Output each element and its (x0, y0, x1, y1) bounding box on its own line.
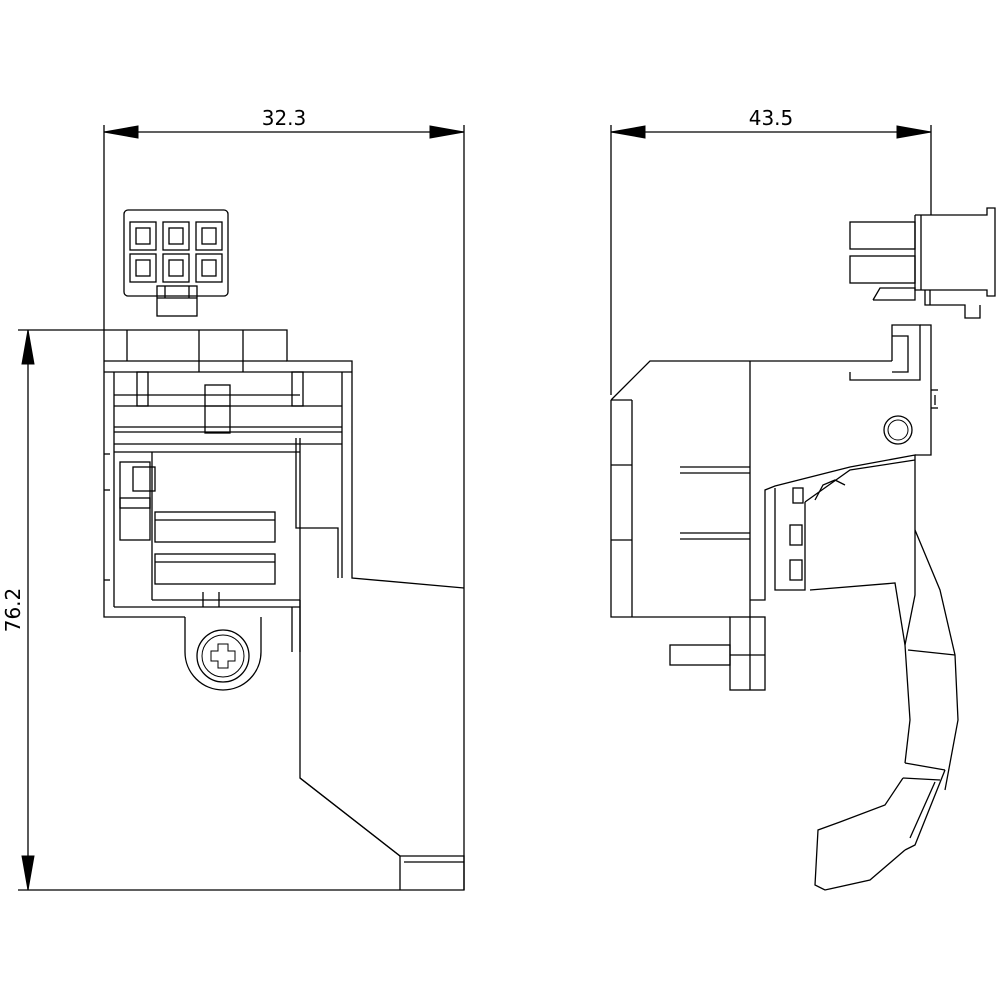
side-view: 43.5 (610, 106, 996, 891)
dim-arrow-right (896, 125, 932, 139)
front-view: 32.3 76.2 (1, 106, 465, 891)
front-height-dimension: 76.2 (1, 329, 400, 891)
dim-arrow-top (21, 329, 35, 365)
pivot-icon (883, 415, 913, 445)
depth-dimension-label: 43.5 (749, 106, 794, 130)
mounting-tab (184, 617, 262, 691)
side-depth-dimension: 43.5 (610, 106, 932, 395)
front-width-dimension: 32.3 (103, 106, 465, 890)
screw-icon (196, 629, 250, 683)
screw-slot (210, 643, 236, 669)
front-body (103, 329, 465, 618)
six-pin-connector (123, 209, 229, 317)
front-lever (291, 438, 465, 891)
dim-arrow-right (429, 125, 465, 139)
connector-pins (129, 221, 223, 283)
side-lever (750, 395, 959, 891)
side-connector (849, 207, 996, 319)
dim-arrow-bottom (21, 855, 35, 891)
dim-arrow-left (103, 125, 139, 139)
width-dimension-label: 32.3 (262, 106, 307, 130)
side-mounting-pin (669, 616, 766, 691)
height-dimension-label: 76.2 (1, 588, 25, 633)
dim-arrow-left (610, 125, 646, 139)
side-body (610, 324, 938, 618)
